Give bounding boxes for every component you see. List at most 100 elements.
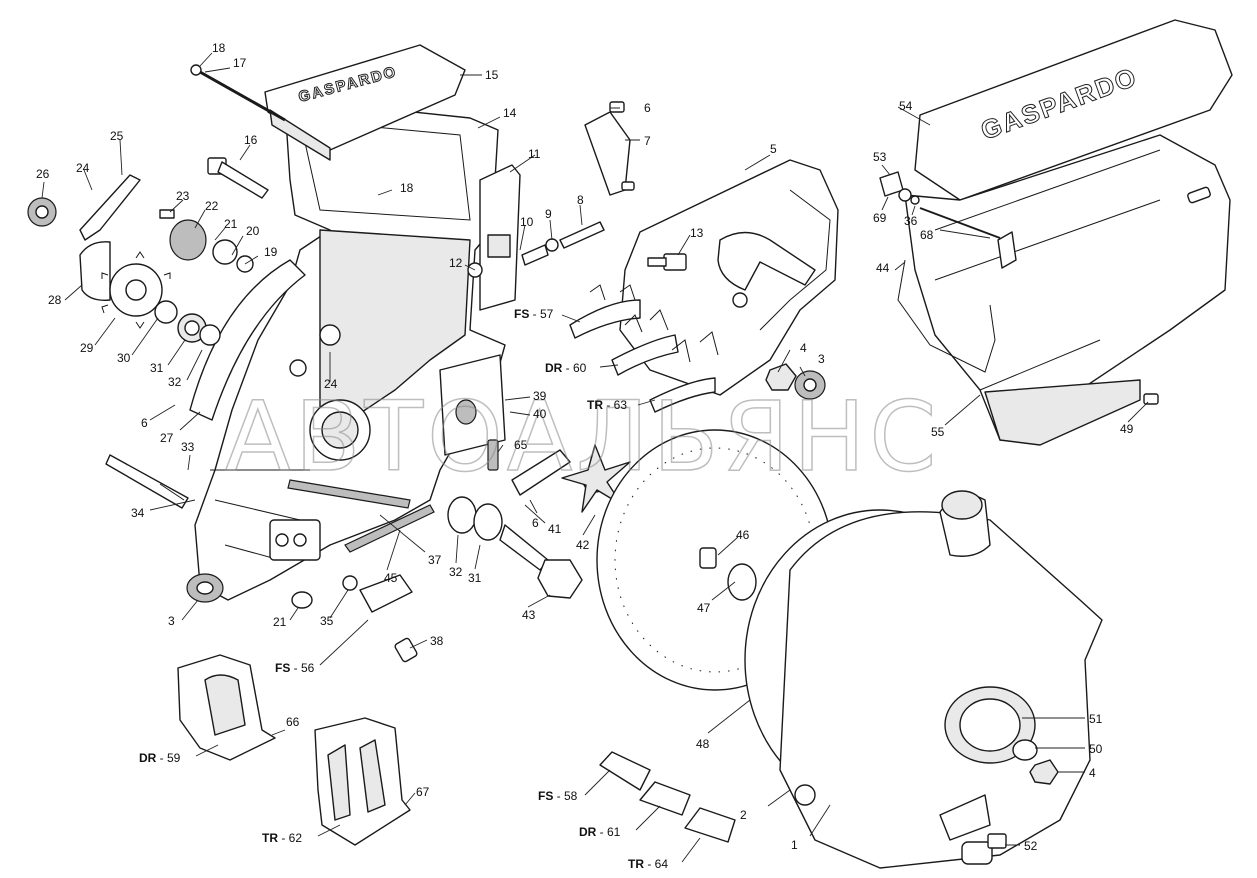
- latch-assembly: [879, 171, 1017, 269]
- callout-1: 1: [791, 838, 798, 852]
- ejector-tr-63: [649, 331, 719, 413]
- callout-11: 11: [528, 147, 541, 161]
- callout-29: 29: [80, 341, 94, 355]
- bracket-assembly: [467, 164, 605, 311]
- nut-4-right: [1029, 759, 1059, 785]
- callout-43: 43: [522, 608, 536, 622]
- rod-pin: [190, 64, 202, 76]
- cover-39: [439, 354, 506, 471]
- left-sprocket-assembly: [27, 174, 254, 346]
- disc-hub: [699, 547, 757, 601]
- callout-55: 55: [931, 425, 945, 439]
- strip-37: [287, 479, 411, 509]
- callout-54: 54: [899, 99, 913, 113]
- callout-27: 27: [160, 431, 174, 445]
- callout-47: 47: [697, 601, 711, 615]
- callout-24: 24: [324, 377, 338, 391]
- callout-49: 49: [1120, 422, 1134, 436]
- shaft-34: [105, 454, 189, 509]
- ejector-fs-57: [569, 284, 641, 339]
- callout-6: 6: [141, 416, 148, 430]
- callout-45: 45: [384, 571, 398, 585]
- main-cover: [744, 490, 1103, 869]
- callout-46: 46: [736, 528, 750, 542]
- insert-fs-58: [599, 751, 651, 791]
- callout-22: 22: [205, 199, 219, 213]
- handle-44: [897, 259, 996, 373]
- callout-labels: 18 17 15 14 16 18 25 24 26 23 22 21 20 1…: [36, 41, 1134, 871]
- roller-center: [765, 363, 826, 400]
- callout-69: 69: [873, 211, 887, 225]
- shaft-43: [447, 496, 583, 599]
- leader-lines: [41, 52, 1149, 863]
- callout-19: 19: [264, 245, 278, 259]
- bolt-16: [207, 157, 269, 199]
- callout-51: 51: [1089, 712, 1103, 726]
- callout-31: 31: [468, 571, 482, 585]
- callout-37: 37: [428, 553, 442, 567]
- callout-40: 40: [533, 407, 547, 421]
- callout-10: 10: [520, 215, 534, 229]
- callout-fs-58: FS - 58: [538, 789, 578, 803]
- housing-frame: [194, 99, 506, 601]
- callout-6: 6: [644, 101, 651, 115]
- callout-30: 30: [117, 351, 131, 365]
- callout-tr-62: TR - 62: [262, 831, 302, 845]
- callout-20: 20: [246, 224, 260, 238]
- callout-14: 14: [503, 106, 517, 120]
- callout-34: 34: [131, 506, 145, 520]
- callout-dr-59: DR - 59: [139, 751, 181, 765]
- callout-tr-64: TR - 64: [628, 857, 668, 871]
- callout-28: 28: [48, 293, 62, 307]
- callout-21: 21: [273, 615, 287, 629]
- bracket-7: [584, 101, 635, 196]
- cover-tr-62: [314, 717, 411, 846]
- callout-21: 21: [224, 217, 238, 231]
- strip-45: [344, 504, 435, 553]
- callout-32: 32: [168, 375, 182, 389]
- hopper: GASPARDO: [904, 19, 1233, 446]
- callout-66: 66: [286, 715, 300, 729]
- callout-50: 50: [1089, 742, 1103, 756]
- callout-fs-56: FS - 56: [275, 661, 315, 675]
- callout-12: 12: [449, 256, 463, 270]
- callout-9: 9: [545, 207, 552, 221]
- callout-41: 41: [548, 522, 562, 536]
- watermark: АВТОАЛЬЯНС: [225, 381, 940, 493]
- callout-42: 42: [576, 538, 590, 552]
- callout-65: 65: [514, 438, 528, 452]
- fitting-52: [961, 833, 1007, 865]
- callout-52: 52: [1024, 839, 1038, 853]
- callout-4: 4: [1089, 766, 1096, 780]
- callout-35: 35: [320, 614, 334, 628]
- callout-2: 2: [740, 808, 747, 822]
- bottom-small-parts: [291, 574, 418, 663]
- callout-7: 7: [644, 134, 651, 148]
- callout-15: 15: [485, 68, 499, 82]
- callout-26: 26: [36, 167, 50, 181]
- callout-18: 18: [400, 181, 414, 195]
- callout-39: 39: [533, 389, 547, 403]
- callout-6: 6: [532, 516, 539, 530]
- callout-8: 8: [577, 193, 584, 207]
- small-lid: GASPARDO: [264, 44, 466, 161]
- insert-tr-64: [684, 807, 736, 843]
- callout-23: 23: [176, 189, 190, 203]
- callout-53: 53: [873, 150, 887, 164]
- callout-3: 3: [818, 352, 825, 366]
- callout-67: 67: [416, 785, 430, 799]
- cover-dr-59: [177, 654, 276, 761]
- callout-fs-57: FS - 57: [514, 307, 554, 321]
- callout-tr-63: TR - 63: [587, 398, 627, 412]
- callout-31: 31: [150, 361, 164, 375]
- callout-16: 16: [244, 133, 258, 147]
- callout-38: 38: [430, 634, 444, 648]
- callout-44: 44: [876, 261, 890, 275]
- bolt-13: [647, 253, 687, 271]
- callout-13: 13: [690, 226, 704, 240]
- callout-24: 24: [76, 161, 90, 175]
- bolt-49: [1143, 393, 1159, 405]
- callout-18: 18: [212, 41, 226, 55]
- callout-3: 3: [168, 614, 175, 628]
